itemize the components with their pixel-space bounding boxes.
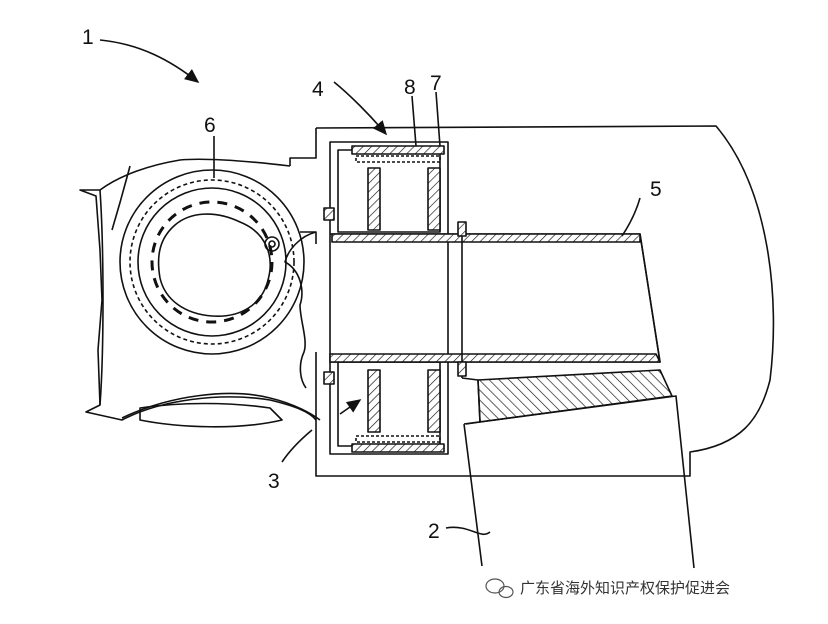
nacelle-housing bbox=[289, 125, 775, 477]
stator-bottom bbox=[351, 443, 445, 453]
blade-root-section bbox=[157, 213, 271, 317]
ref-label-1: 1 bbox=[82, 26, 94, 49]
ref-label-4: 4 bbox=[312, 78, 324, 101]
stator-top bbox=[351, 145, 445, 155]
yaw-bearing bbox=[477, 369, 673, 423]
ref-label-7: 7 bbox=[430, 72, 442, 95]
ref-label-2: 2 bbox=[428, 520, 440, 543]
slewing-ring bbox=[119, 169, 305, 355]
tower bbox=[463, 395, 695, 569]
generator-housing bbox=[329, 141, 449, 455]
ref-label-8: 8 bbox=[404, 76, 416, 99]
ref-label-5: 5 bbox=[650, 178, 662, 201]
ref-label-3: 3 bbox=[268, 470, 280, 493]
wechat-icon bbox=[485, 578, 514, 599]
main-shaft bbox=[330, 233, 661, 363]
ref-label-6: 6 bbox=[204, 114, 216, 137]
hub-outline bbox=[79, 158, 317, 421]
watermark: 广东省海外知识产权保护促进会 bbox=[485, 578, 730, 599]
watermark-text: 广东省海外知识产权保护促进会 bbox=[520, 579, 730, 597]
